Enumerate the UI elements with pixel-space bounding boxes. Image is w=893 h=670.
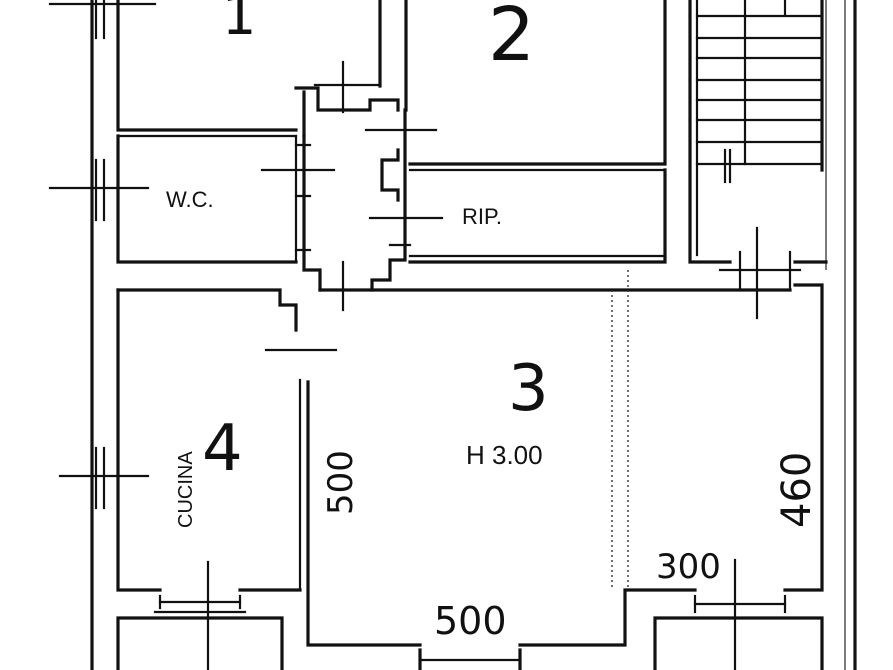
room-3-dim-width: 500: [434, 599, 507, 643]
rip-label: RIP.: [462, 204, 502, 229]
room-3-number: 3: [508, 352, 549, 426]
wc-label: W.C.: [166, 187, 214, 212]
room-3-walls: [298, 270, 792, 670]
corridor-walls: [294, 83, 412, 292]
lower-rooms: [116, 616, 824, 670]
room-1-number: 1: [222, 0, 256, 47]
room-1-walls: [116, 0, 382, 138]
staircase: [688, 0, 828, 264]
rip-walls: [408, 168, 667, 264]
room-4-walls: [116, 288, 302, 614]
room-3-height: H 3.00: [466, 440, 543, 470]
room-5-dim-width: 300: [656, 547, 721, 587]
openings: [48, 0, 802, 670]
outer-walls: [90, 0, 857, 670]
room-4-number: 4: [202, 412, 243, 486]
room-2-walls: [404, 0, 667, 172]
room-5-walls: [626, 283, 824, 614]
room-2-number: 2: [488, 0, 535, 78]
room-3-dim-height: 500: [321, 450, 361, 515]
room-5-dim-height: 460: [774, 452, 820, 528]
cucina-label: CUCINA: [175, 451, 197, 528]
wc-walls: [116, 134, 298, 264]
